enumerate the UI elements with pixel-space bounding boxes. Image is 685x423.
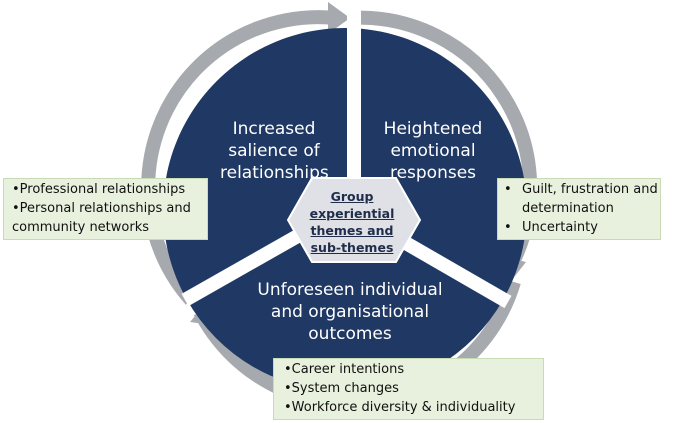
subtheme-item: •Professional relationships: [12, 182, 186, 197]
subtheme-item: •Career intentions: [284, 362, 405, 377]
bullet: •: [504, 182, 512, 197]
theme-label-relationships: Increased salience of relationships: [220, 118, 329, 184]
subtheme-item: •System changes: [284, 381, 399, 396]
ring-arrow-top: [141, 10, 336, 305]
subtheme-item: community networks: [12, 220, 150, 235]
theme-line: outcomes: [308, 324, 392, 344]
hub-line: Group: [330, 189, 374, 204]
subtheme-row: • Guilt, frustration and: [504, 180, 660, 199]
theme-label-outcomes: Unforeseen individual and organisational…: [250, 279, 450, 345]
hub-line: themes and: [310, 223, 394, 238]
theme-line: relationships: [220, 163, 329, 183]
theme-line: responses: [389, 163, 477, 183]
theme-label-emotional: Heightened emotional responses: [372, 118, 494, 184]
theme-line: and organisational: [270, 302, 430, 322]
subtheme-box-relationships: •Professional relationships •Personal re…: [3, 178, 208, 240]
subtheme-box-emotional: • Guilt, frustration and determination •…: [497, 178, 661, 240]
subtheme-item: determination: [522, 201, 614, 216]
subtheme-item: •Workforce diversity & individuality: [284, 400, 516, 415]
theme-line: emotional: [390, 141, 476, 161]
theme-line: salience of: [228, 141, 320, 161]
subtheme-box-outcomes: •Career intentions •System changes •Work…: [273, 358, 544, 420]
subtheme-item: •Personal relationships and: [12, 201, 191, 216]
hub-line: sub-themes: [310, 240, 394, 255]
subtheme-item: Guilt, frustration and: [522, 182, 658, 197]
theme-line: Unforeseen individual: [257, 280, 443, 300]
ring-arrowhead-top: [328, 2, 350, 34]
subtheme-item: Uncertainty: [522, 220, 598, 235]
hub-hexagon: [286, 177, 422, 263]
hub-title: Group experiential themes and sub-themes: [300, 188, 404, 256]
bullet: •: [504, 220, 512, 235]
theme-line: Heightened: [383, 119, 483, 139]
theme-line: Increased: [232, 119, 316, 139]
hub-line: experiential: [309, 206, 395, 221]
subtheme-row: • Uncertainty: [504, 218, 660, 237]
